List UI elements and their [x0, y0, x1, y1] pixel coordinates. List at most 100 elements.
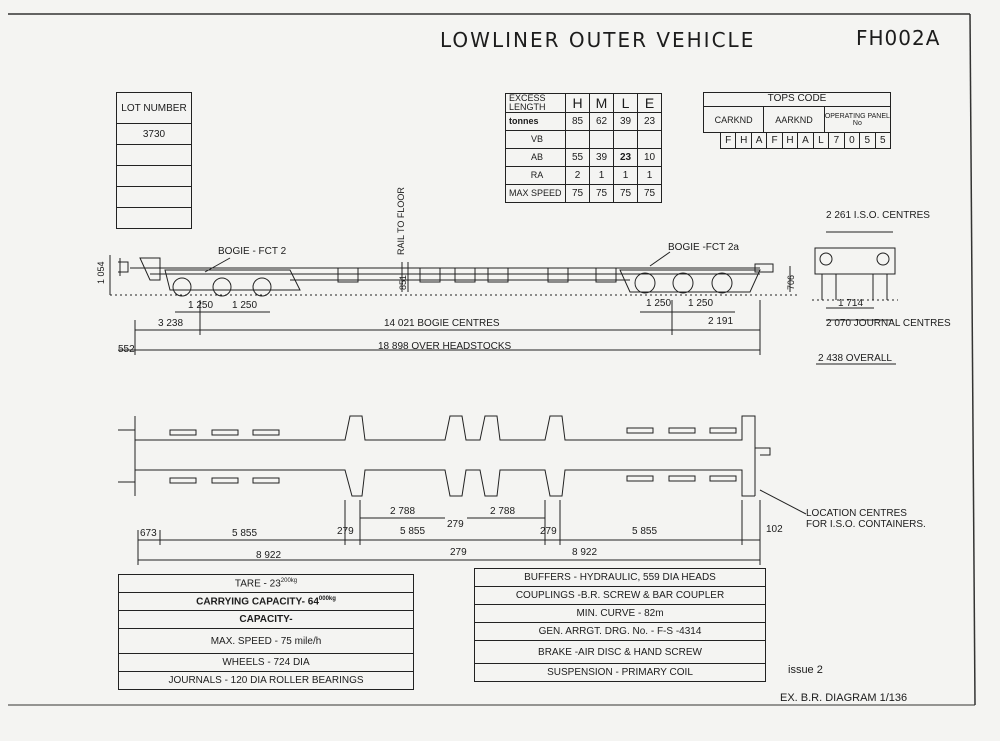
cell: 85 [565, 112, 590, 131]
spec-tare: TARE - 23200kg [118, 574, 414, 593]
spec-carrying-capacity: CARRYING CAPACITY- 64000kg [118, 592, 414, 611]
tops-letter-cell: 5 [875, 133, 891, 149]
dim-8922-b: 8 922 [572, 547, 598, 558]
journal-centres: 2 070 JOURNAL CENTRES [826, 318, 951, 329]
col-l: L [613, 93, 638, 113]
row-ab-label: AB [505, 148, 566, 167]
cell: 23 [613, 148, 638, 167]
cell: 1 [589, 166, 614, 185]
spec-wheels: WHEELS - 724 DIA [118, 653, 414, 672]
height-right: 706 [786, 274, 796, 290]
dim-8922-a: 8 922 [256, 550, 282, 561]
operating-panel-label: OPERATING PANEL No [824, 107, 892, 133]
tops-letter-cell: A [798, 133, 814, 149]
dim-2788-a: 2 788 [390, 506, 416, 517]
spec-couplings: COUPLINGS -B.R. SCREW & BAR COUPLER [474, 586, 766, 605]
cell: 75 [637, 184, 662, 203]
bogie-left-label: BOGIE - FCT 2 [218, 246, 287, 257]
overall-width: 2 438 OVERALL [818, 353, 892, 364]
right-overhang: 2 191 [708, 316, 734, 327]
dim-279-d: 279 [450, 547, 467, 558]
dim-102: 102 [766, 524, 783, 535]
left-overhang: 3 238 [158, 318, 184, 329]
wheelbase-r2: 1 250 [688, 298, 714, 309]
row-ra-label: RA [505, 166, 566, 185]
spec-capacity: CAPACITY- [118, 610, 414, 629]
spec-journals: JOURNALS - 120 DIA ROLLER BEARINGS [118, 671, 414, 690]
cell: 39 [589, 148, 614, 167]
dim-5855-c: 5 855 [632, 526, 658, 537]
cell: 75 [565, 184, 590, 203]
tops-letter-cell: F [767, 133, 783, 149]
col-m: M [589, 93, 614, 113]
tops-letter-cell: H [736, 133, 752, 149]
dim-279-c: 279 [540, 526, 557, 537]
lot-number-header: LOT NUMBER [116, 92, 192, 124]
side-view-drawing [109, 251, 800, 355]
dim-5855-a: 5 855 [232, 528, 258, 539]
specs-left-table: TARE - 23200kg CARRYING CAPACITY- 64000k… [118, 574, 414, 690]
dim-5855-b: 5 855 [400, 526, 426, 537]
height-left: 1 054 [96, 261, 106, 284]
tops-letter-cell: 5 [860, 133, 876, 149]
dim-279-a: 279 [337, 526, 354, 537]
spec-brake: BRAKE -AIR DISC & HAND SCREW [474, 640, 766, 664]
carknd-label: CARKND [703, 107, 765, 133]
col-h: H [565, 93, 590, 113]
headstocks-length: 18 898 OVER HEADSTOCKS [378, 341, 512, 352]
dim-673: 673 [140, 528, 157, 539]
row-tonnes-label: tonnes [505, 112, 566, 131]
spec-min-curve: MIN. CURVE - 82m [474, 604, 766, 623]
cell: 1 [637, 166, 662, 185]
excess-length-label: EXCESS LENGTH [505, 93, 566, 113]
tops-letter-cell: A [751, 133, 768, 149]
tops-letter-cell: 7 [829, 133, 845, 149]
wheelbase-r1: 1 250 [646, 298, 672, 309]
row-max-speed-label: MAX SPEED [505, 184, 566, 203]
dim-2788-b: 2 788 [490, 506, 516, 517]
wheelbase-l2: 1 250 [232, 300, 258, 311]
cell: 1 [613, 166, 638, 185]
specs-right-table: BUFFERS - HYDRAULIC, 559 DIA HEADS COUPL… [474, 568, 766, 682]
journal-width: 1 714 [838, 298, 864, 309]
spec-max-speed: MAX. SPEED - 75 mile/h [118, 628, 414, 654]
lot-number-value: 3730 [116, 123, 192, 145]
spec-gen-arrgt: GEN. ARRGT. DRG. No. - F-S -4314 [474, 622, 766, 641]
cell: 39 [613, 112, 638, 131]
cell: 75 [613, 184, 638, 203]
bogie-centres: 14 021 BOGIE CENTRES [384, 318, 500, 329]
cell: 62 [589, 112, 614, 131]
spec-buffers: BUFFERS - HYDRAULIC, 559 DIA HEADS [474, 568, 766, 587]
height-mid: 851 [398, 274, 408, 290]
drawing-title: LOWLINER OUTER VEHICLE [440, 28, 756, 52]
tops-letter-cell: L [813, 133, 830, 149]
cell: 10 [637, 148, 662, 167]
excess-length-table: EXCESS LENGTH H M L E tonnes 85 62 39 23… [505, 93, 662, 203]
tops-letter-cell: H [782, 133, 799, 149]
footer-diagram-ref: EX. B.R. DIAGRAM 1/136 [780, 692, 908, 704]
bogie-right-label: BOGIE -FCT 2a [668, 242, 739, 253]
cell: 75 [589, 184, 614, 203]
location-centres-note: LOCATION CENTRES FOR I.S.O. CONTAINERS. [806, 508, 926, 530]
aarknd-label: AARKND [764, 107, 825, 133]
spec-suspension: SUSPENSION - PRIMARY COIL [474, 663, 766, 682]
iso-centres: 2 261 I.S.O. CENTRES [826, 210, 930, 221]
dim-279-b: 279 [447, 519, 464, 530]
tops-letter-cell: F [720, 133, 737, 149]
rail-to-floor-label: RAIL TO FLOOR [396, 187, 406, 255]
cell: 2 [565, 166, 590, 185]
col-e: E [637, 93, 662, 113]
tops-letter-cell: 0 [844, 133, 861, 149]
wheelbase-l1: 1 250 [188, 300, 214, 311]
row-vb-label: VB [505, 130, 566, 149]
cell: 23 [637, 112, 662, 131]
buffer-length: 552 [118, 344, 135, 355]
plan-view-drawing [118, 415, 807, 565]
tops-code-title: TOPS CODE [703, 92, 891, 107]
lot-number-table: LOT NUMBER 3730 [116, 92, 192, 229]
cell: 55 [565, 148, 590, 167]
issue-label: issue 2 [788, 664, 823, 676]
